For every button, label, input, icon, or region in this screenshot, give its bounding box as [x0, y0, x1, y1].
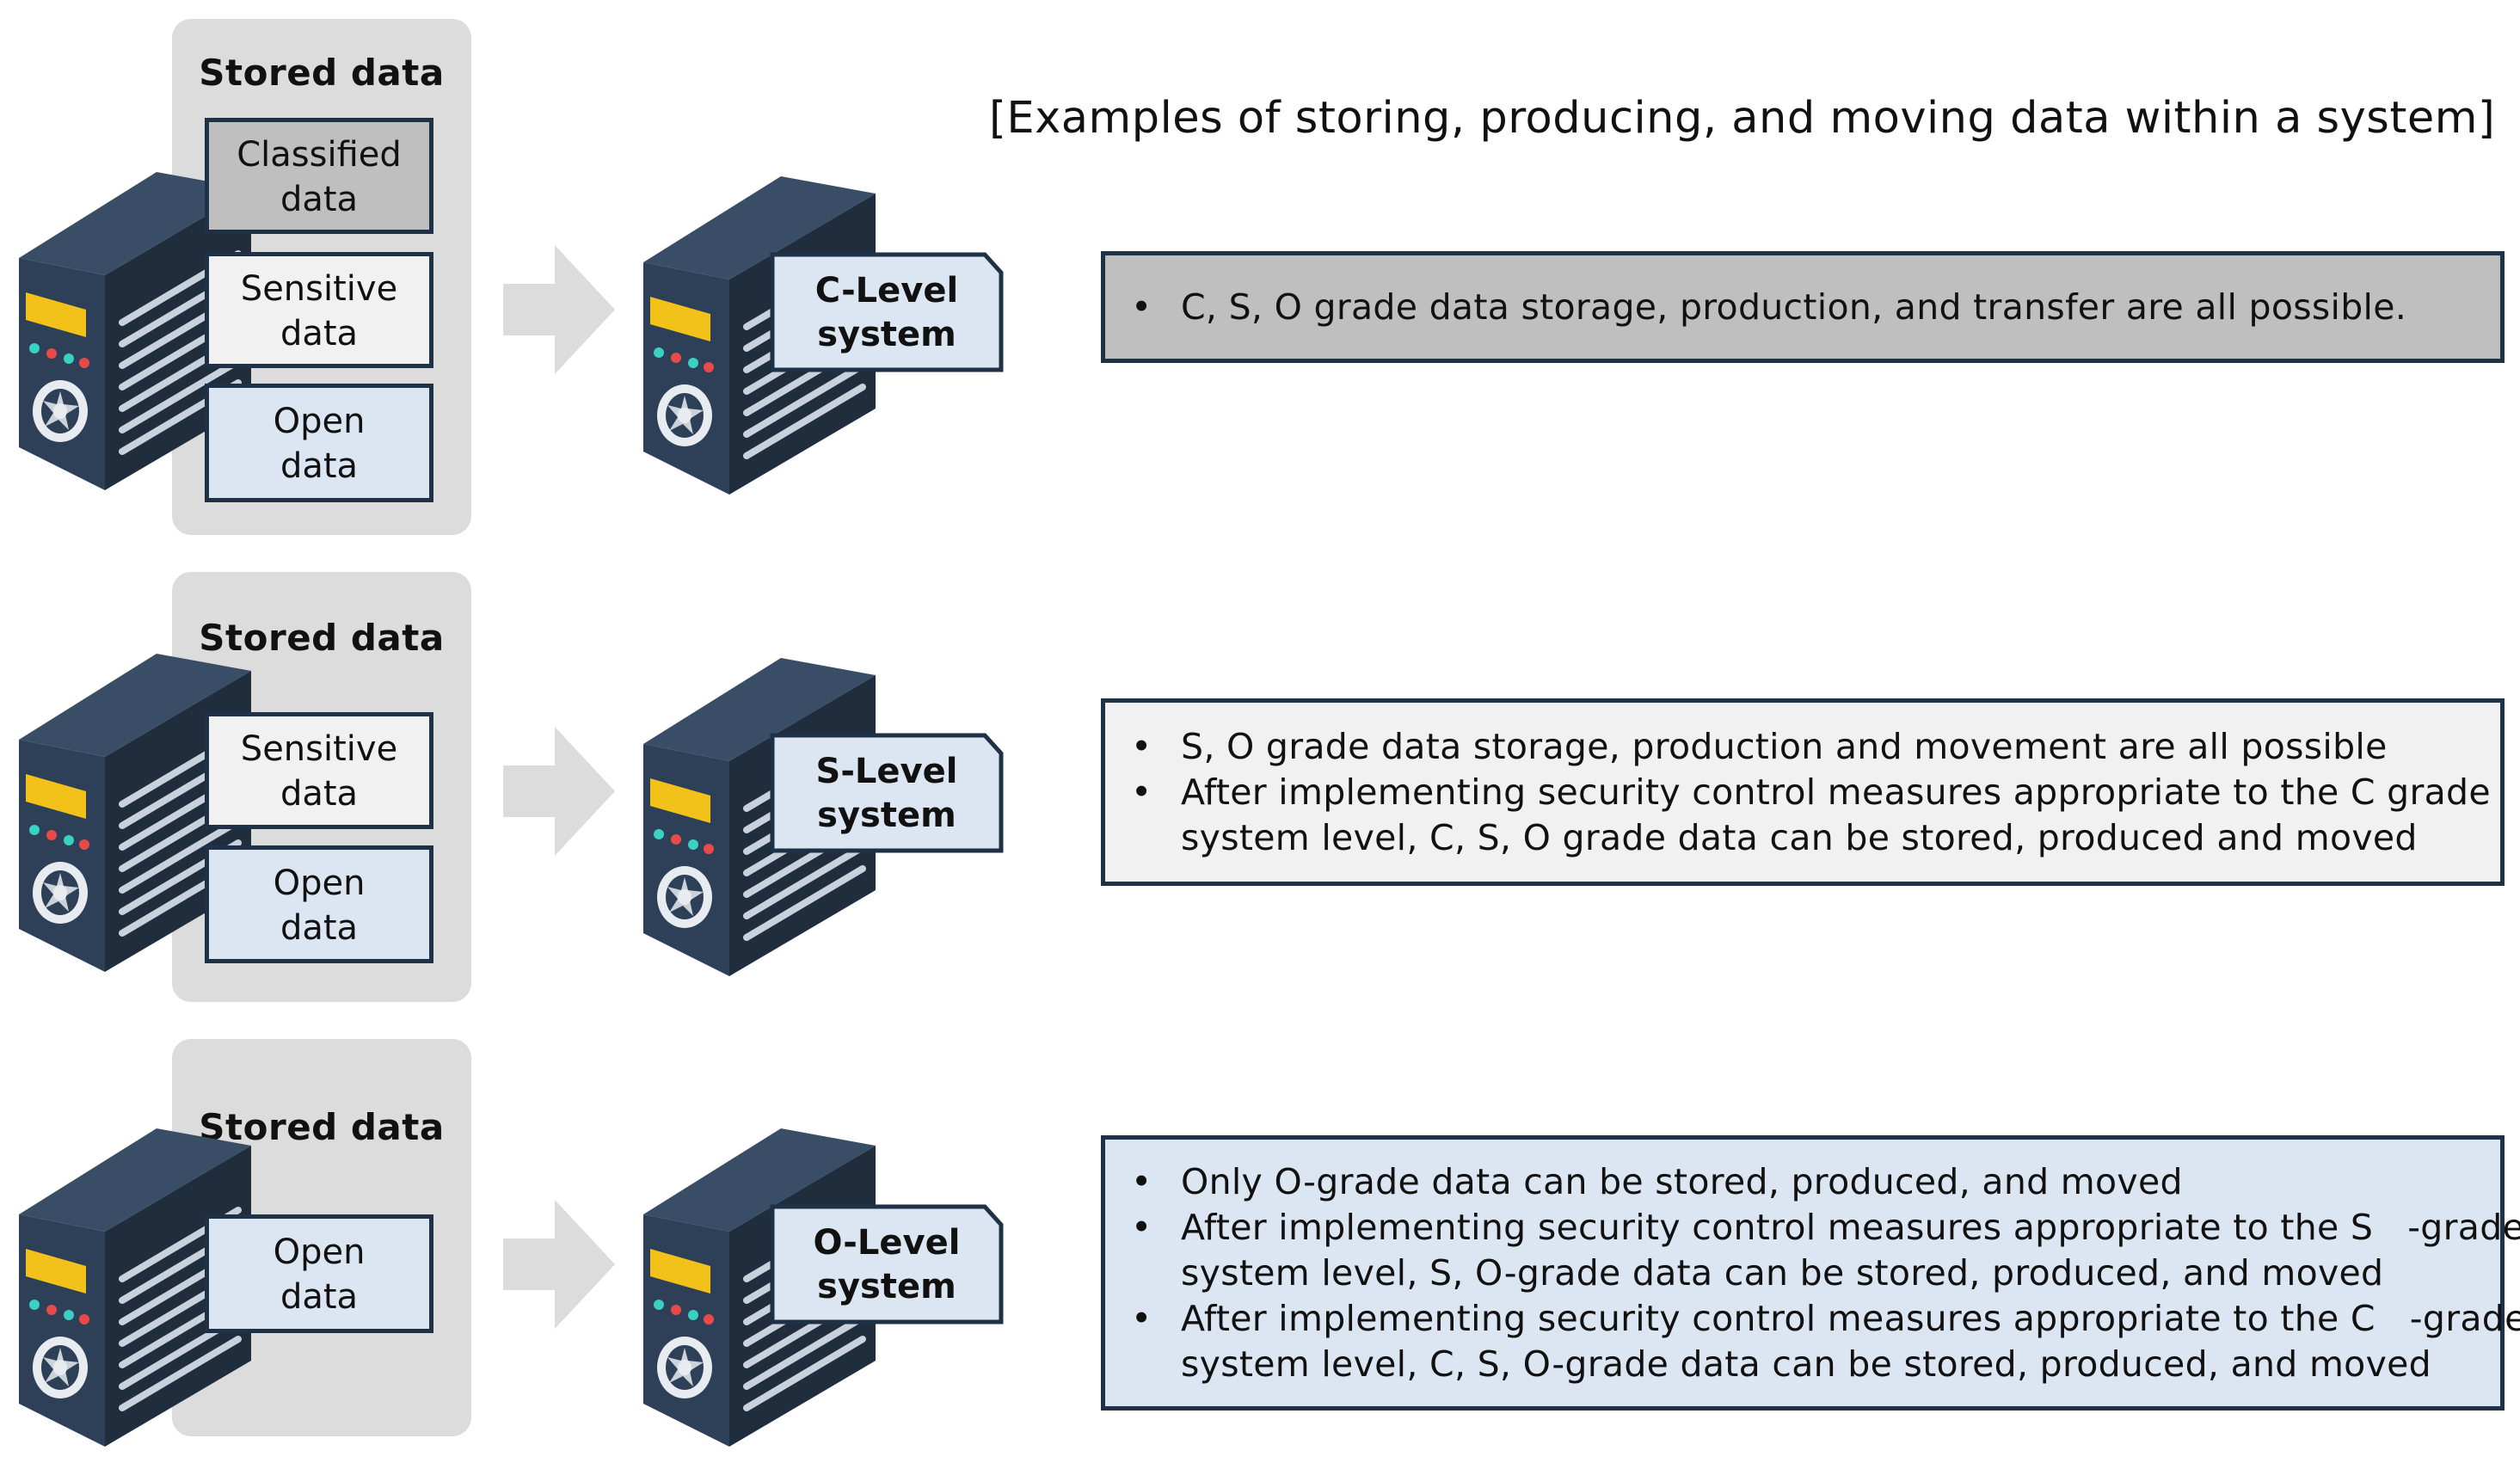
description-item: •C, S, O grade data storage, production,…: [1105, 285, 2500, 330]
o-level-description: •Only O-grade data can be stored, produc…: [1101, 1135, 2520, 1411]
s-level-description: •S, O grade data storage, production and…: [1101, 698, 2505, 886]
description-list: •Only O-grade data can be stored, produc…: [1105, 1159, 2520, 1387]
description-item: •After implementing security control mea…: [1131, 771, 2491, 858]
bullet-icon: •: [1131, 725, 1152, 767]
bullet-icon: •: [1131, 1206, 1152, 1248]
figure-title: [Examples of storing, producing, and mov…: [989, 93, 2496, 144]
description-list: •C, S, O grade data storage, production,…: [1105, 285, 2500, 330]
description-item: •Only O-grade data can be stored, produc…: [1105, 1159, 2500, 1205]
bullet-icon: •: [1131, 771, 1152, 813]
bullet-icon: •: [1131, 1160, 1152, 1202]
c-level-description: •C, S, O grade data storage, production,…: [1101, 251, 2505, 363]
description-list: •S, O grade data storage, production and…: [1105, 724, 2500, 861]
bullet-icon: •: [1131, 1297, 1152, 1339]
description-item: •After implementing security control mea…: [1131, 1297, 2520, 1385]
description-item: •S, O grade data storage, production and…: [1105, 724, 2500, 770]
description-item: •After implementing security control mea…: [1131, 1206, 2520, 1294]
arrow-right-icon: [503, 1200, 615, 1329]
stored-data-heading: Stored data: [199, 1106, 445, 1148]
bullet-icon: •: [1131, 286, 1152, 328]
stored-data-heading: Stored data: [199, 52, 445, 94]
arrow-right-icon: [503, 727, 615, 856]
stored-data-heading: Stored data: [199, 617, 445, 659]
arrow-right-icon: [503, 245, 615, 374]
